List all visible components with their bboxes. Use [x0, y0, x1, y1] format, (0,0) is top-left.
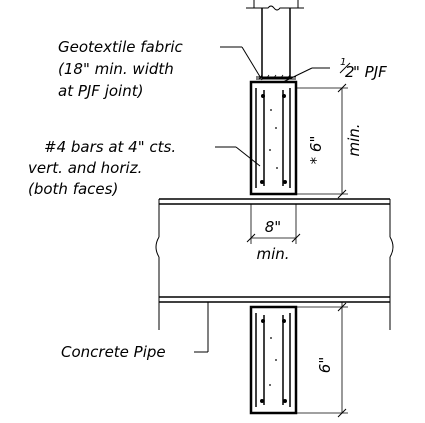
dim-8-min-label: min.	[256, 245, 289, 263]
geotextile-label-line1: Geotextile fabric	[58, 38, 184, 56]
bars-label-line1: #4 bars at 4" cts.	[44, 138, 176, 156]
leader-pjf	[282, 67, 330, 83]
pjf-fraction-numerator: 1	[340, 57, 346, 68]
upper-wall-section	[246, 0, 304, 79]
dim-lap-length	[246, 204, 301, 244]
concrete-pipe-label: Concrete Pipe	[61, 343, 166, 361]
lower-collar	[249, 305, 298, 415]
bars-label-line3: (both faces)	[28, 180, 118, 198]
bars-label-line2: vert. and horiz.	[28, 159, 142, 177]
dim-6-bottom-label: 6"	[316, 357, 334, 373]
pjf-fraction-denominator: 2	[345, 63, 355, 81]
dim-lower-collar-width	[296, 302, 348, 418]
dim-8-label: 8"	[265, 218, 281, 236]
geotextile-label-line2: (18" min. width	[58, 60, 174, 78]
dim-min-top-label: min.	[345, 123, 363, 156]
concrete-pipe-body	[155, 198, 394, 330]
pjf-label: " PJF	[353, 63, 387, 81]
geotextile-label-line3: at PJF joint)	[58, 82, 143, 100]
leader-concrete-pipe	[194, 302, 209, 353]
dim-6-top-label: * 6"	[307, 136, 325, 165]
leader-geotextile	[220, 46, 263, 81]
upper-collar	[249, 80, 298, 196]
dim-upper-collar-width	[296, 83, 348, 199]
leader-bars	[215, 146, 261, 167]
